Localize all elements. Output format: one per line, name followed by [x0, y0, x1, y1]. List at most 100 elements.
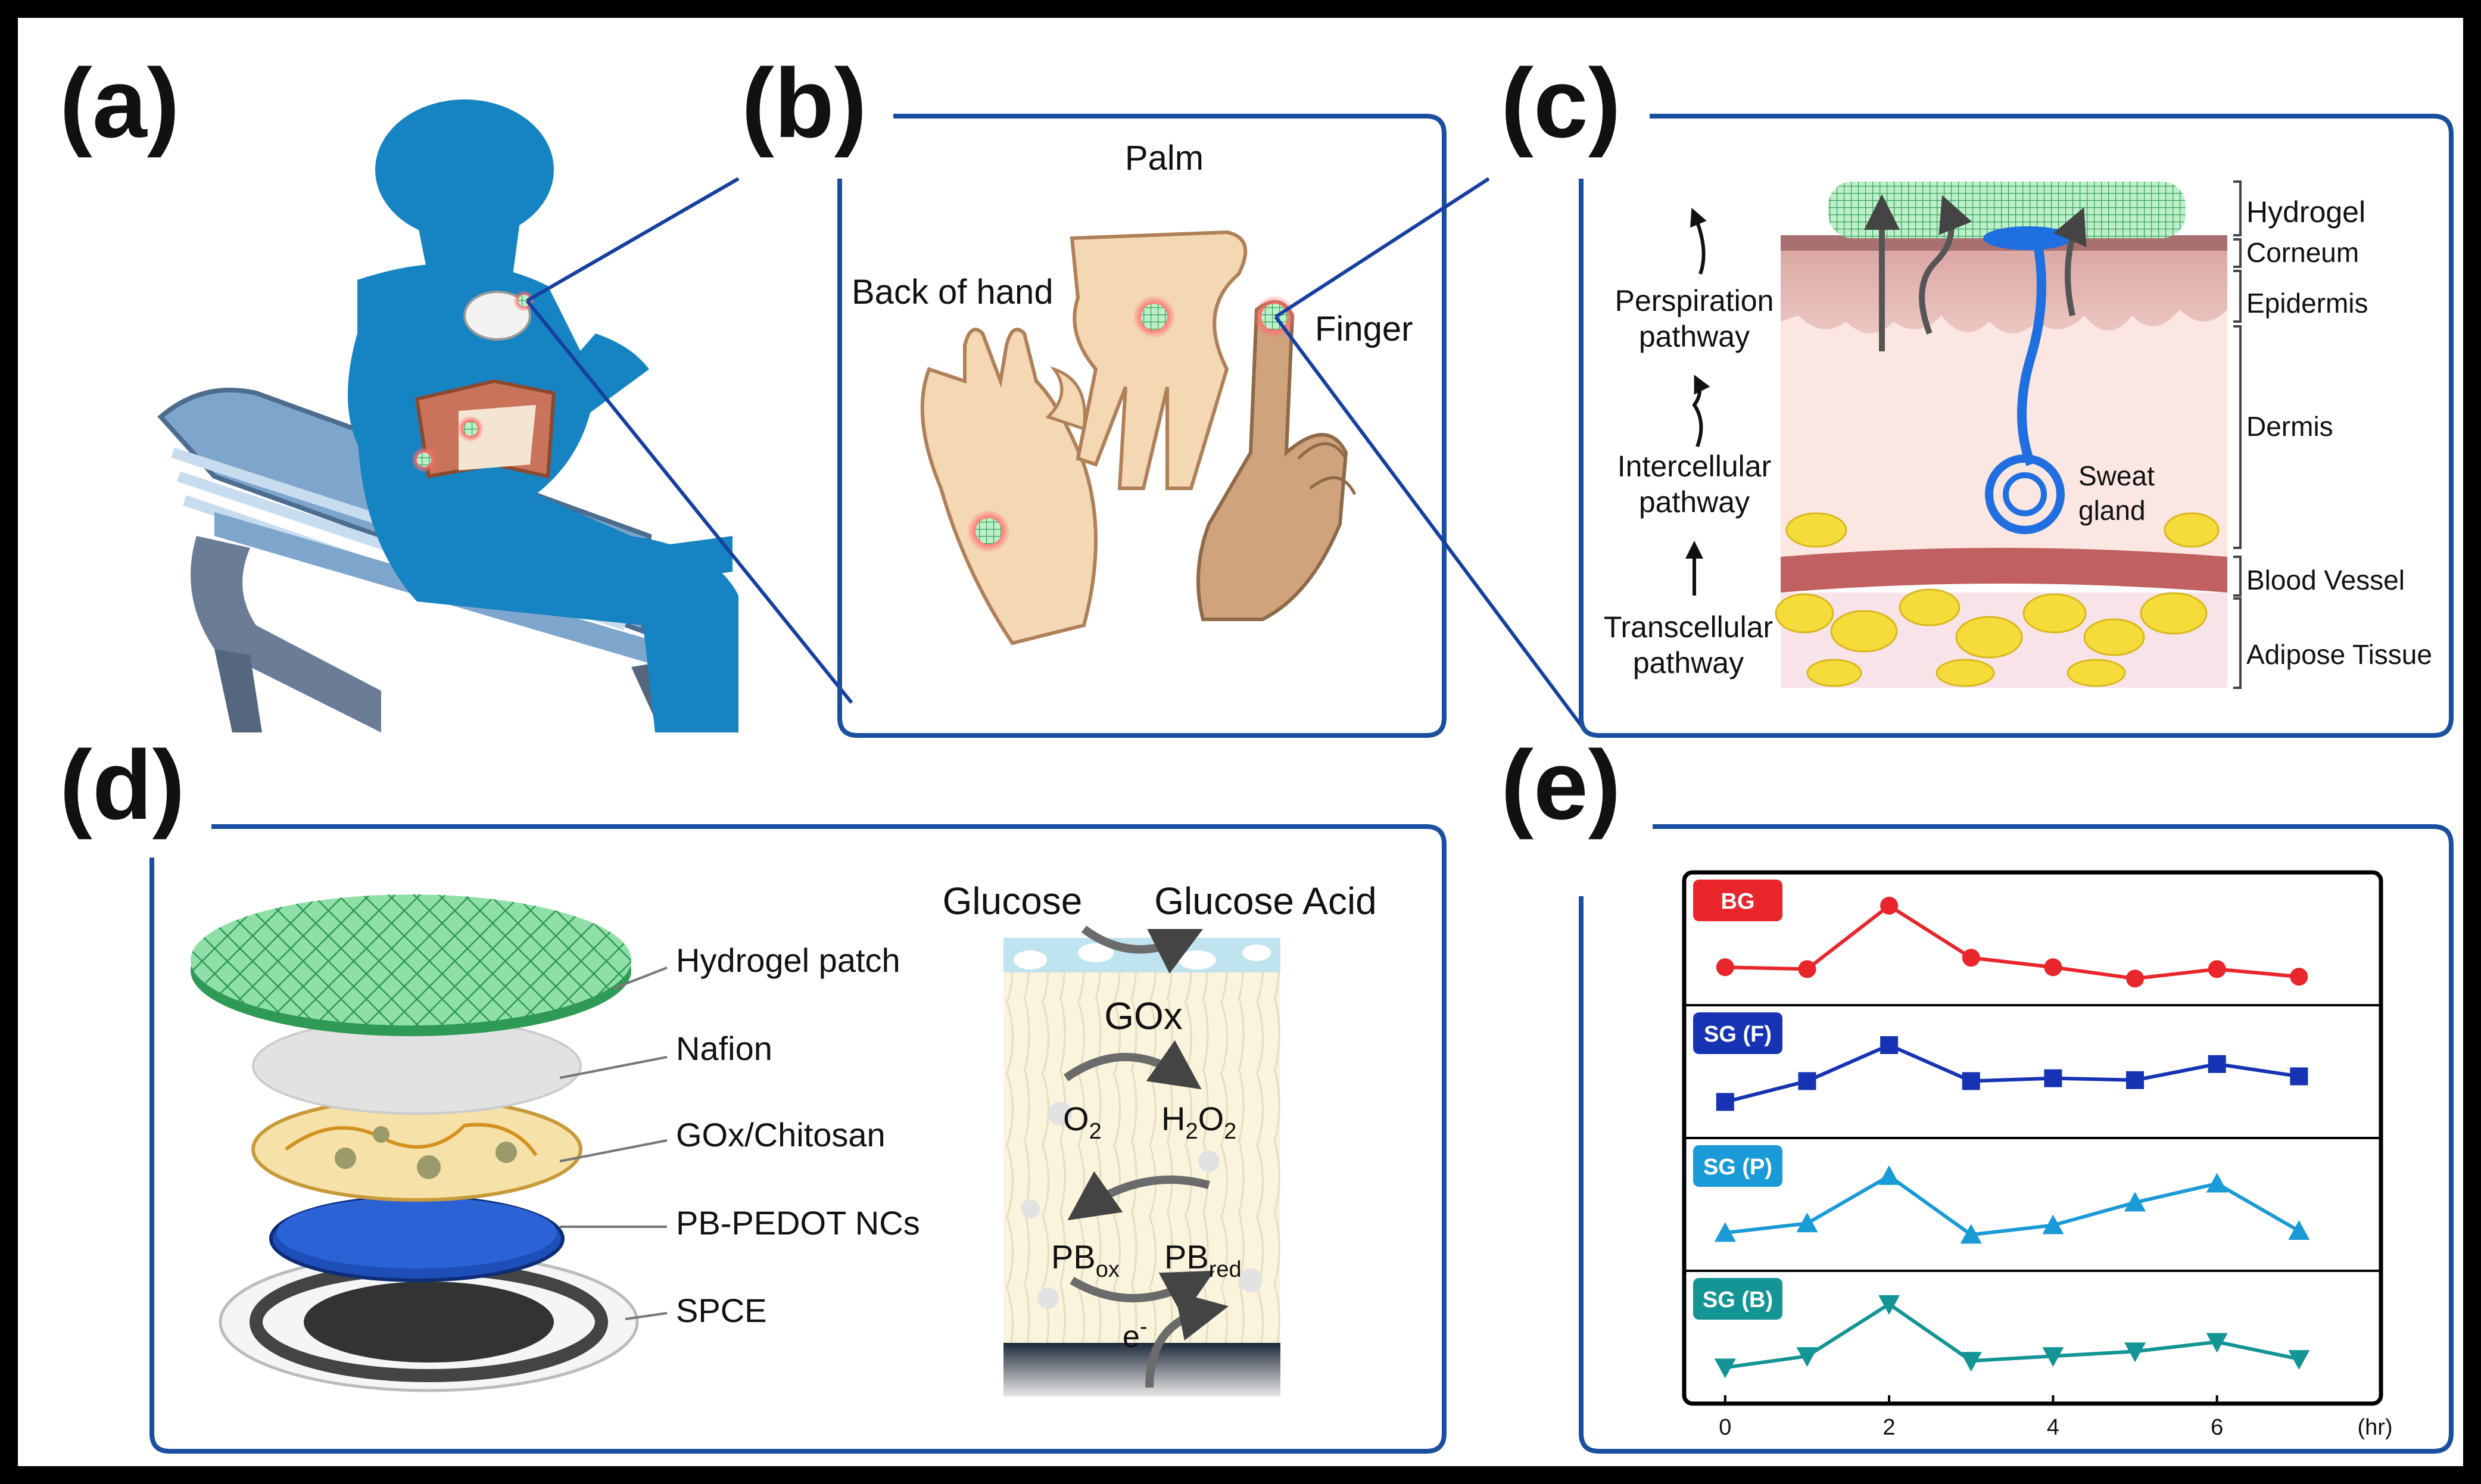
data-point — [1960, 1224, 1982, 1244]
panel-c: (c) Perspiration pathway Interc — [1501, 48, 2454, 738]
label-adipose: Adipose Tissue — [2246, 639, 2432, 670]
data-point — [2288, 1220, 2310, 1240]
data-point — [2042, 1347, 2064, 1367]
label-pb-pedot: PB-PEDOT NCs — [676, 1204, 920, 1242]
label-spce: SPCE — [676, 1292, 767, 1329]
series-name: SG (F) — [1704, 1022, 1772, 1047]
sweat-gland — [1985, 454, 2065, 534]
label-transcellular-2: pathway — [1633, 646, 1744, 679]
epidermis-layer — [1781, 238, 2227, 333]
panel-b-frame — [837, 114, 1447, 738]
series-line — [1725, 1302, 2299, 1370]
panel-b-label: (b) — [741, 48, 867, 158]
data-point — [1798, 960, 1816, 978]
panel-e-label: (e) — [1501, 730, 1621, 840]
data-point — [2042, 1214, 2064, 1234]
label-o2: O2 — [1063, 1100, 1102, 1144]
panel-b: (b) Palm Back of hand Finger — [741, 48, 1586, 738]
panel-a-label: (a) — [60, 48, 180, 158]
panel-e-frame — [1579, 824, 2454, 1454]
data-point — [2208, 1055, 2226, 1073]
label-blood-vessel: Blood Vessel — [2246, 565, 2405, 596]
data-point — [1960, 1352, 1982, 1372]
series-line — [1725, 1043, 2299, 1104]
label-gland: gland — [2078, 495, 2146, 526]
label-pb-ox: PBox — [1051, 1238, 1120, 1282]
label-intercellular: Intercellular — [1617, 450, 1771, 483]
label-perspiration-2: pathway — [1639, 320, 1750, 353]
data-point — [1798, 1072, 1816, 1090]
connector-line — [1274, 316, 1586, 731]
connector-line — [526, 177, 740, 303]
sweat-duct — [2017, 237, 2046, 466]
data-point — [1962, 949, 1980, 967]
data-point — [2206, 1173, 2228, 1193]
x-tick-label: 0 — [1719, 1415, 1731, 1440]
panel-d-frame — [149, 824, 1447, 1454]
label-perspiration: Perspiration — [1615, 284, 1774, 317]
data-point — [1714, 1222, 1736, 1242]
data-point — [1716, 958, 1734, 977]
data-point — [1962, 1072, 1980, 1090]
series-line — [1725, 1174, 2300, 1237]
data-point — [1796, 1347, 1818, 1367]
data-point — [2124, 1192, 2146, 1212]
data-point — [2126, 1071, 2145, 1089]
data-point — [2044, 1069, 2062, 1087]
label-gox-chitosan: GOx/Chitosan — [676, 1116, 886, 1153]
series-tag — [1693, 880, 1782, 921]
cup-illustration — [463, 291, 531, 341]
label-glucose-acid: Glucose Acid — [1154, 880, 1377, 922]
label-palm: Palm — [1125, 139, 1204, 177]
data-point — [1878, 1165, 1900, 1185]
x-tick-label: 4 — [2047, 1415, 2059, 1440]
panel-c-frame — [1579, 114, 2454, 738]
data-point — [2288, 1350, 2310, 1370]
data-point — [2126, 969, 2145, 988]
data-point — [1796, 1212, 1818, 1233]
label-glucose: Glucose — [943, 880, 1083, 922]
series-name: SG (P) — [1703, 1155, 1772, 1180]
data-point — [2290, 1067, 2308, 1086]
panel-a: (a) — [60, 48, 853, 732]
data-point — [2124, 1342, 2146, 1363]
data-point — [1880, 1036, 1899, 1054]
label-dermis: Dermis — [2246, 411, 2333, 442]
series-name: BG — [1721, 889, 1755, 914]
label-epidermis: Epidermis — [2246, 288, 2368, 319]
label-sweat: Sweat — [2078, 460, 2155, 491]
label-gox-enzyme: GOx — [1104, 994, 1183, 1037]
series-tag — [1693, 1278, 1782, 1320]
data-point — [2208, 960, 2226, 978]
label-pb-red: PBred — [1164, 1238, 1242, 1282]
data-point — [1878, 1295, 1900, 1315]
data-point — [1714, 1358, 1736, 1379]
label-intercellular-2: pathway — [1639, 485, 1750, 519]
label-hydrogel: Hydrogel — [2246, 195, 2365, 229]
label-finger: Finger — [1315, 310, 1413, 348]
connector-line — [1274, 177, 1490, 319]
series-tag — [1693, 1145, 1782, 1187]
connector-line — [525, 300, 853, 704]
panel-c-label: (c) — [1501, 48, 1621, 158]
label-hydrogel-patch: Hydrogel patch — [676, 941, 900, 979]
hydrogel-layer — [1828, 182, 2186, 238]
series-tag — [1693, 1012, 1782, 1054]
label-corneum: Corneum — [2246, 237, 2359, 268]
data-point — [2290, 968, 2308, 986]
label-h2o2: H2O2 — [1161, 1100, 1236, 1144]
hand-back-illustration — [920, 328, 1098, 646]
label-transcellular: Transcellular — [1604, 610, 1773, 644]
data-point — [1880, 896, 1899, 915]
palm-illustration — [1070, 230, 1248, 490]
series-line — [1725, 903, 2299, 981]
panel-d-label: (d) — [60, 730, 185, 840]
x-tick-label: 2 — [1883, 1415, 1896, 1440]
data-point — [1716, 1093, 1734, 1111]
label-nafion: Nafion — [676, 1030, 772, 1067]
x-axis-unit: (hr) — [2357, 1415, 2392, 1440]
data-point — [2044, 958, 2062, 977]
